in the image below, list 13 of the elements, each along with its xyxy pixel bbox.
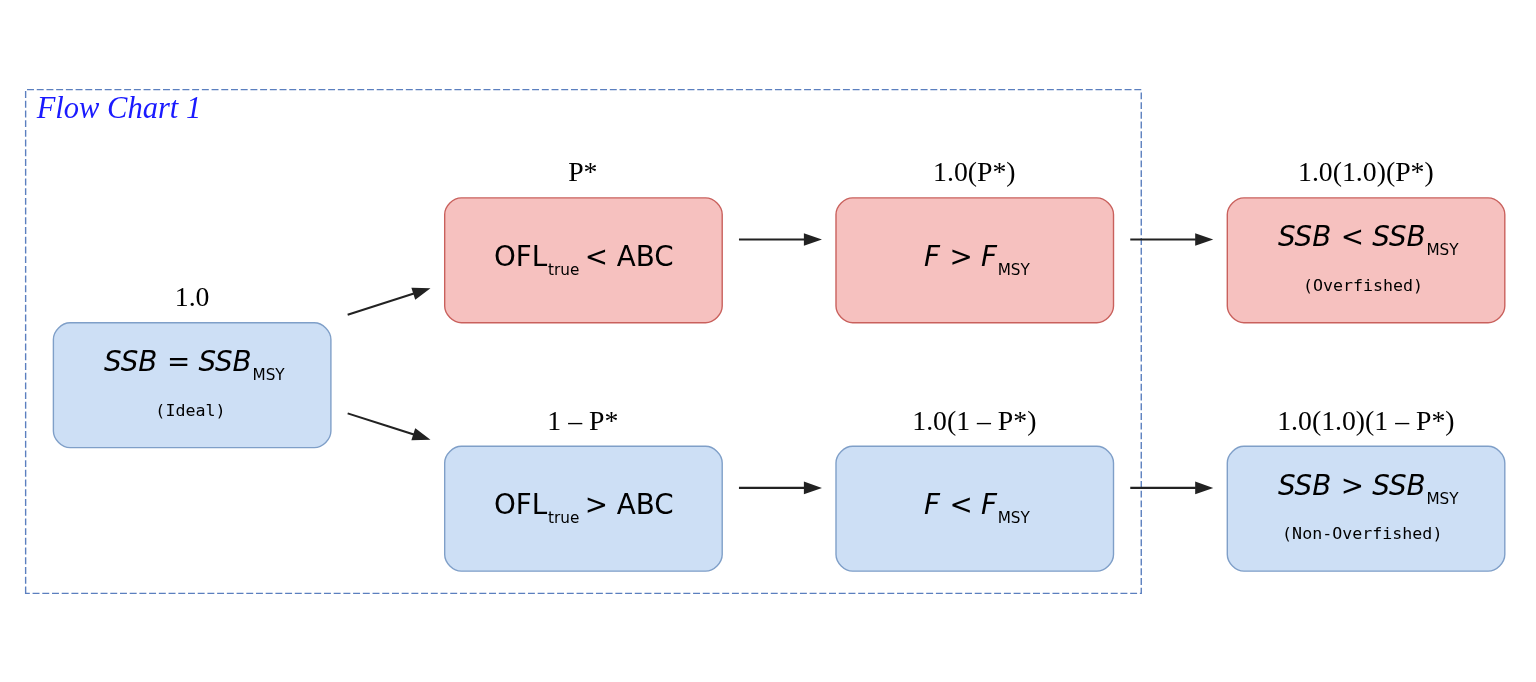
arrow [738, 232, 822, 246]
arrow [1130, 232, 1214, 246]
node-label: 1.0(1.0)(1 – P*) [1277, 404, 1455, 436]
node-label: 1.0(1 – P*) [912, 404, 1037, 436]
arrow [1130, 481, 1214, 494]
arrow [738, 481, 822, 494]
arrow [347, 411, 431, 440]
arrow [347, 287, 431, 316]
node-label: 1.0(P*) [933, 155, 1016, 187]
node-label: P* [568, 155, 598, 187]
node-label: 1.0 [174, 280, 210, 312]
node-label: 1 – P* [547, 404, 619, 436]
node-label: 1.0(1.0)(P*) [1298, 155, 1434, 187]
